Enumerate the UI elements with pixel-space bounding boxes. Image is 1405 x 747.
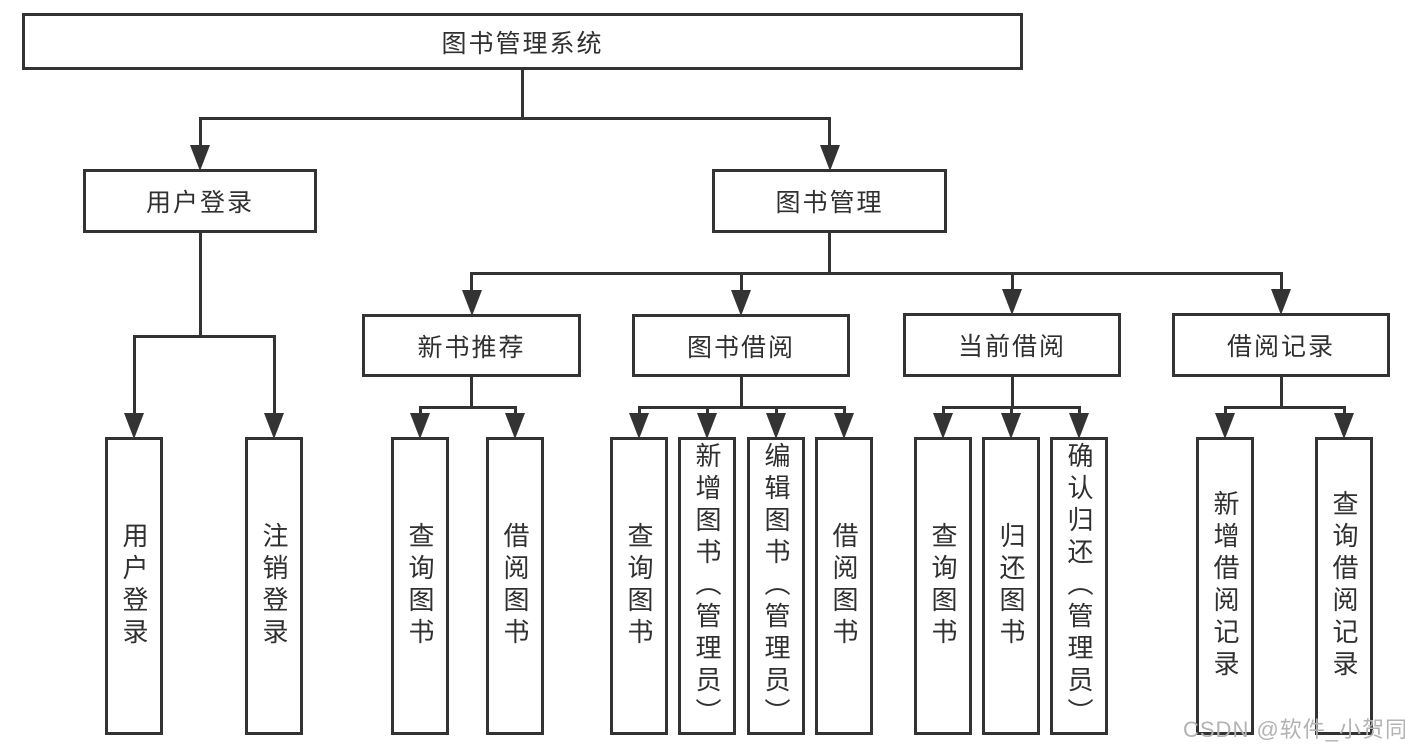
- connector-line: [132, 336, 136, 415]
- connector-line: [1223, 405, 1346, 409]
- node-leaf-borrow-books-recommendation: 借阅图书: [486, 437, 544, 735]
- connector-line: [198, 118, 202, 147]
- node-label: 图书管理系统: [441, 29, 604, 58]
- arrow-down-icon: [461, 290, 482, 316]
- arrow-down-icon: [1215, 413, 1235, 439]
- connector-line: [521, 68, 524, 120]
- arrow-down-icon: [1271, 289, 1291, 315]
- node-label: 图书借阅: [686, 333, 795, 362]
- node-label: 编辑图书（管理员）: [761, 442, 791, 730]
- node-label: 查询图书: [405, 522, 435, 650]
- node-label: 查询图书: [624, 522, 654, 650]
- arrow-down-icon: [410, 413, 430, 439]
- connector-line: [1009, 407, 1013, 415]
- arrow-down-icon: [264, 413, 284, 439]
- connector-line: [1010, 375, 1014, 409]
- connector-line: [418, 405, 517, 409]
- connector-line: [1279, 273, 1283, 291]
- connector-line: [842, 407, 846, 415]
- connector-line: [637, 405, 846, 409]
- node-label: 借阅图书: [829, 522, 859, 650]
- connector-line: [1077, 407, 1081, 415]
- node-leaf-return-books: 归还图书: [982, 437, 1040, 735]
- node-leaf-add-borrow-record: 新增借阅记录: [1196, 437, 1254, 735]
- arrow-down-icon: [629, 413, 649, 439]
- node-label: 用户登录: [145, 189, 254, 217]
- node-leaf-edit-books-admin: 编辑图书（管理员）: [747, 437, 805, 735]
- arrow-down-icon: [731, 290, 751, 316]
- connector-line: [1279, 375, 1283, 409]
- connector-line: [828, 231, 831, 275]
- node-label: 新增借阅记录: [1210, 490, 1240, 682]
- csdn-watermark: CSDN @软件_小贺同学: [1183, 717, 1405, 742]
- node-leaf-add-books-admin: 新增图书（管理员）: [678, 437, 736, 735]
- node-library-management-system: 图书管理系统: [22, 13, 1023, 70]
- node-current-borrowing: 当前借阅: [903, 313, 1121, 377]
- arrow-down-icon: [505, 413, 525, 439]
- arrow-down-icon: [1002, 289, 1022, 315]
- node-label: 图书管理: [775, 189, 884, 217]
- connector-line: [272, 336, 276, 415]
- node-label: 借阅记录: [1226, 333, 1335, 361]
- connector-line: [198, 231, 202, 338]
- connector-line: [774, 407, 778, 415]
- node-label: 归还图书: [996, 522, 1026, 650]
- node-user-login: 用户登录: [83, 169, 317, 233]
- node-new-book-recommendation: 新书推荐: [362, 314, 581, 377]
- connector-line: [418, 407, 422, 415]
- arrow-down-icon: [1334, 413, 1354, 439]
- node-book-management: 图书管理: [712, 169, 947, 233]
- connector-line: [739, 273, 743, 292]
- connector-line: [470, 273, 473, 292]
- arrow-down-icon: [819, 145, 840, 171]
- node-label: 借阅图书: [500, 522, 530, 650]
- arrow-down-icon: [766, 413, 786, 439]
- node-leaf-query-books-recommendation: 查询图书: [391, 437, 449, 735]
- connector-line: [470, 271, 1283, 275]
- node-label: 注销登录: [259, 522, 289, 650]
- connector-line: [739, 375, 743, 409]
- connector-line: [198, 116, 831, 120]
- node-label: 查询图书: [928, 522, 958, 650]
- arrow-down-icon: [1001, 413, 1021, 439]
- node-label: 新增图书（管理员）: [692, 442, 722, 730]
- node-label: 当前借阅: [957, 333, 1066, 361]
- connector-line: [132, 334, 276, 338]
- node-label: 确认归还（管理员）: [1064, 442, 1094, 730]
- node-leaf-query-borrow-record: 查询借阅记录: [1315, 437, 1373, 735]
- connector-line: [941, 407, 945, 415]
- node-leaf-confirm-return-admin: 确认归还（管理员）: [1050, 437, 1108, 735]
- node-leaf-borrow-books-borrowing: 借阅图书: [815, 437, 873, 735]
- connector-line: [828, 118, 831, 147]
- arrow-down-icon: [124, 413, 144, 439]
- node-leaf-logout: 注销登录: [245, 437, 303, 735]
- connector-line: [637, 407, 641, 415]
- node-leaf-query-books-borrowing: 查询图书: [610, 437, 668, 735]
- node-book-borrowing: 图书借阅: [632, 314, 850, 377]
- node-label: 查询借阅记录: [1329, 490, 1359, 682]
- node-leaf-query-books-current: 查询图书: [914, 437, 972, 735]
- connector-line: [513, 407, 517, 415]
- arrow-down-icon: [834, 413, 854, 439]
- arrow-down-icon: [697, 413, 717, 439]
- arrow-down-icon: [1069, 413, 1089, 439]
- connector-line: [1223, 407, 1227, 415]
- node-borrowing-records: 借阅记录: [1172, 313, 1390, 377]
- connector-line: [1342, 407, 1346, 415]
- node-leaf-user-login: 用户登录: [105, 437, 163, 735]
- connector-line: [705, 407, 709, 415]
- connector-line: [470, 375, 473, 409]
- node-label: 用户登录: [119, 522, 149, 650]
- connector-line: [1010, 273, 1014, 291]
- node-label: 新书推荐: [417, 333, 526, 362]
- arrow-down-icon: [933, 413, 953, 439]
- arrow-down-icon: [190, 145, 210, 171]
